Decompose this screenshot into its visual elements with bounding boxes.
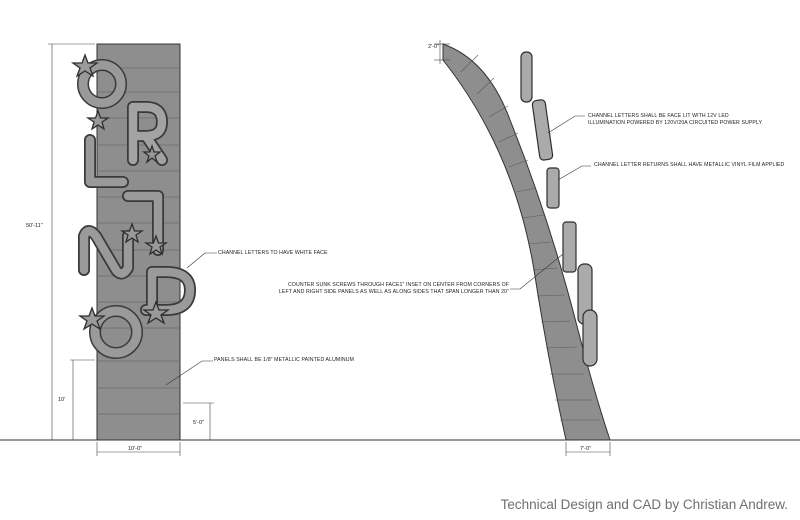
side-elevation <box>434 40 611 456</box>
note-face-lit-line-2: ILLUMINATION POWERED BY 120V/20A CIRCUIT… <box>588 120 763 126</box>
letter-o-top <box>77 59 127 109</box>
side-panel-seams <box>460 54 600 421</box>
dim-10ft: 10' <box>58 397 66 403</box>
star-icon <box>143 234 169 256</box>
dim-front-width: 10'-0" <box>128 446 143 452</box>
side-leaders <box>510 115 591 290</box>
side-letter-o-bottom <box>582 309 598 367</box>
side-letter-r <box>531 99 554 161</box>
star-icon <box>85 109 111 131</box>
note-screws: COUNTER SUNK SCREWS THROUGH FACE1" INSET… <box>257 282 509 296</box>
note-face-lit: CHANNEL LETTERS SHALL BE FACE LIT WITH 1… <box>588 113 762 127</box>
side-dimensions <box>434 40 611 456</box>
letter-r <box>127 101 168 166</box>
front-elevation <box>48 43 217 456</box>
dim-5ft: 5'-0" <box>193 420 204 426</box>
note-screws-line-2: LEFT AND RIGHT SIDE PANELS AS WELL AS AL… <box>278 289 509 295</box>
side-letter-o-top <box>520 51 533 103</box>
front-leaders <box>165 252 217 386</box>
designer-credit: Technical Design and CAD by Christian An… <box>500 497 788 512</box>
note-white-face: CHANNEL LETTERS TO HAVE WHITE FACE <box>218 250 328 256</box>
star-icon <box>70 53 100 78</box>
front-dimensions <box>48 43 214 456</box>
decorative-stars <box>70 53 171 331</box>
dim-overall-height: 50'-11" <box>26 223 43 229</box>
dim-base-width: 7'-0" <box>580 446 591 452</box>
letter-d <box>140 266 196 316</box>
note-returns: CHANNEL LETTER RETURNS SHALL HAVE METALL… <box>594 162 785 168</box>
dim-top-width: 2'-0" <box>428 44 439 50</box>
note-panels: PANELS SHALL BE 1/8" METALLIC PAINTED AL… <box>214 357 355 363</box>
note-screws-line-1: COUNTER SUNK SCREWS THROUGH FACE1" INSET… <box>288 282 509 288</box>
side-letters <box>520 51 598 367</box>
letter-o-bottom <box>89 305 143 359</box>
letter-n <box>78 225 134 280</box>
letter-a <box>122 190 164 256</box>
side-pylon <box>442 43 611 441</box>
letter-l <box>84 134 129 188</box>
side-letter-l <box>546 167 560 209</box>
side-letter-a <box>562 221 577 273</box>
star-icon <box>141 300 171 325</box>
note-face-lit-line-1: CHANNEL LETTERS SHALL BE FACE LIT WITH 1… <box>588 113 729 119</box>
channel-letters <box>77 59 196 359</box>
star-icon <box>77 306 107 331</box>
star-icon <box>142 143 162 164</box>
star-icon <box>119 222 145 244</box>
